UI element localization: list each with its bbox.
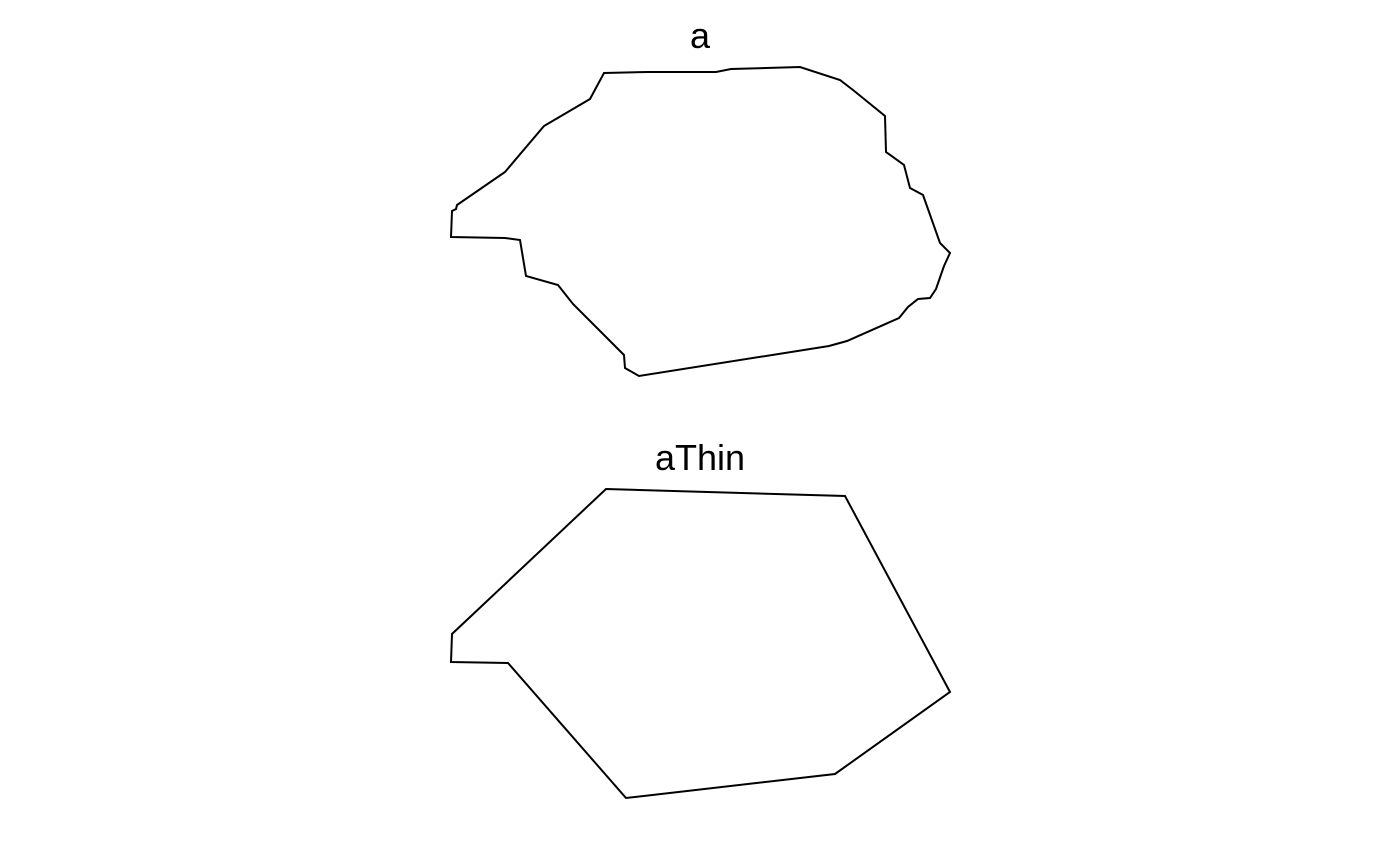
panel-a-polygon — [449, 65, 952, 378]
panel-athin-title: aThin — [655, 437, 745, 478]
panel-athin-polygon — [449, 487, 952, 800]
panel-a-title: a — [690, 15, 711, 56]
panel-athin: aThin — [449, 437, 952, 800]
panel-a: a — [449, 15, 952, 378]
